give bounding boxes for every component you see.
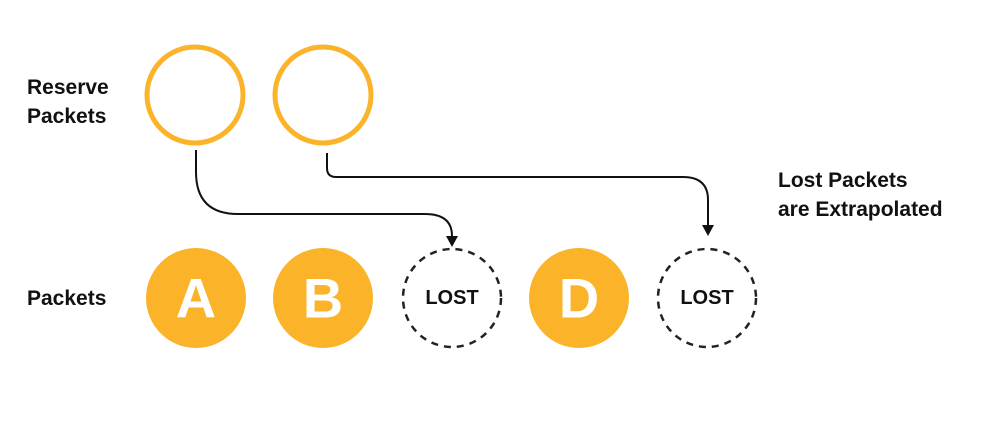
reserve-packets-label-line1: Reserve [27,76,109,99]
packet-b-circle [273,248,373,348]
reserve-packet-1 [144,44,246,146]
extrapolated-note-line2: are Extrapolated [778,198,943,221]
extrapolated-note-line1: Lost Packets [778,169,908,192]
packet-d-label: D [559,267,599,330]
packet-b-label: B [303,267,343,330]
reserve-to-lost-connector-1 [195,150,453,238]
reserve-packets-label-line2: Packets [27,105,106,128]
reserve-to-lost-connector-2 [326,153,709,226]
lost-packet-1-label: LOST [425,287,478,309]
arrowhead-2 [702,225,714,236]
arrowhead-1 [446,236,458,247]
packet-a-circle [146,248,246,348]
reserve-packet-2 [272,44,374,146]
lost-packet-2-label: LOST [680,287,733,309]
lost-packet-1-circle [401,247,503,349]
packet-a-label: A [176,267,216,330]
packets-label: Packets [27,287,106,310]
packet-d-circle [529,248,629,348]
lost-packet-2-circle [656,247,758,349]
